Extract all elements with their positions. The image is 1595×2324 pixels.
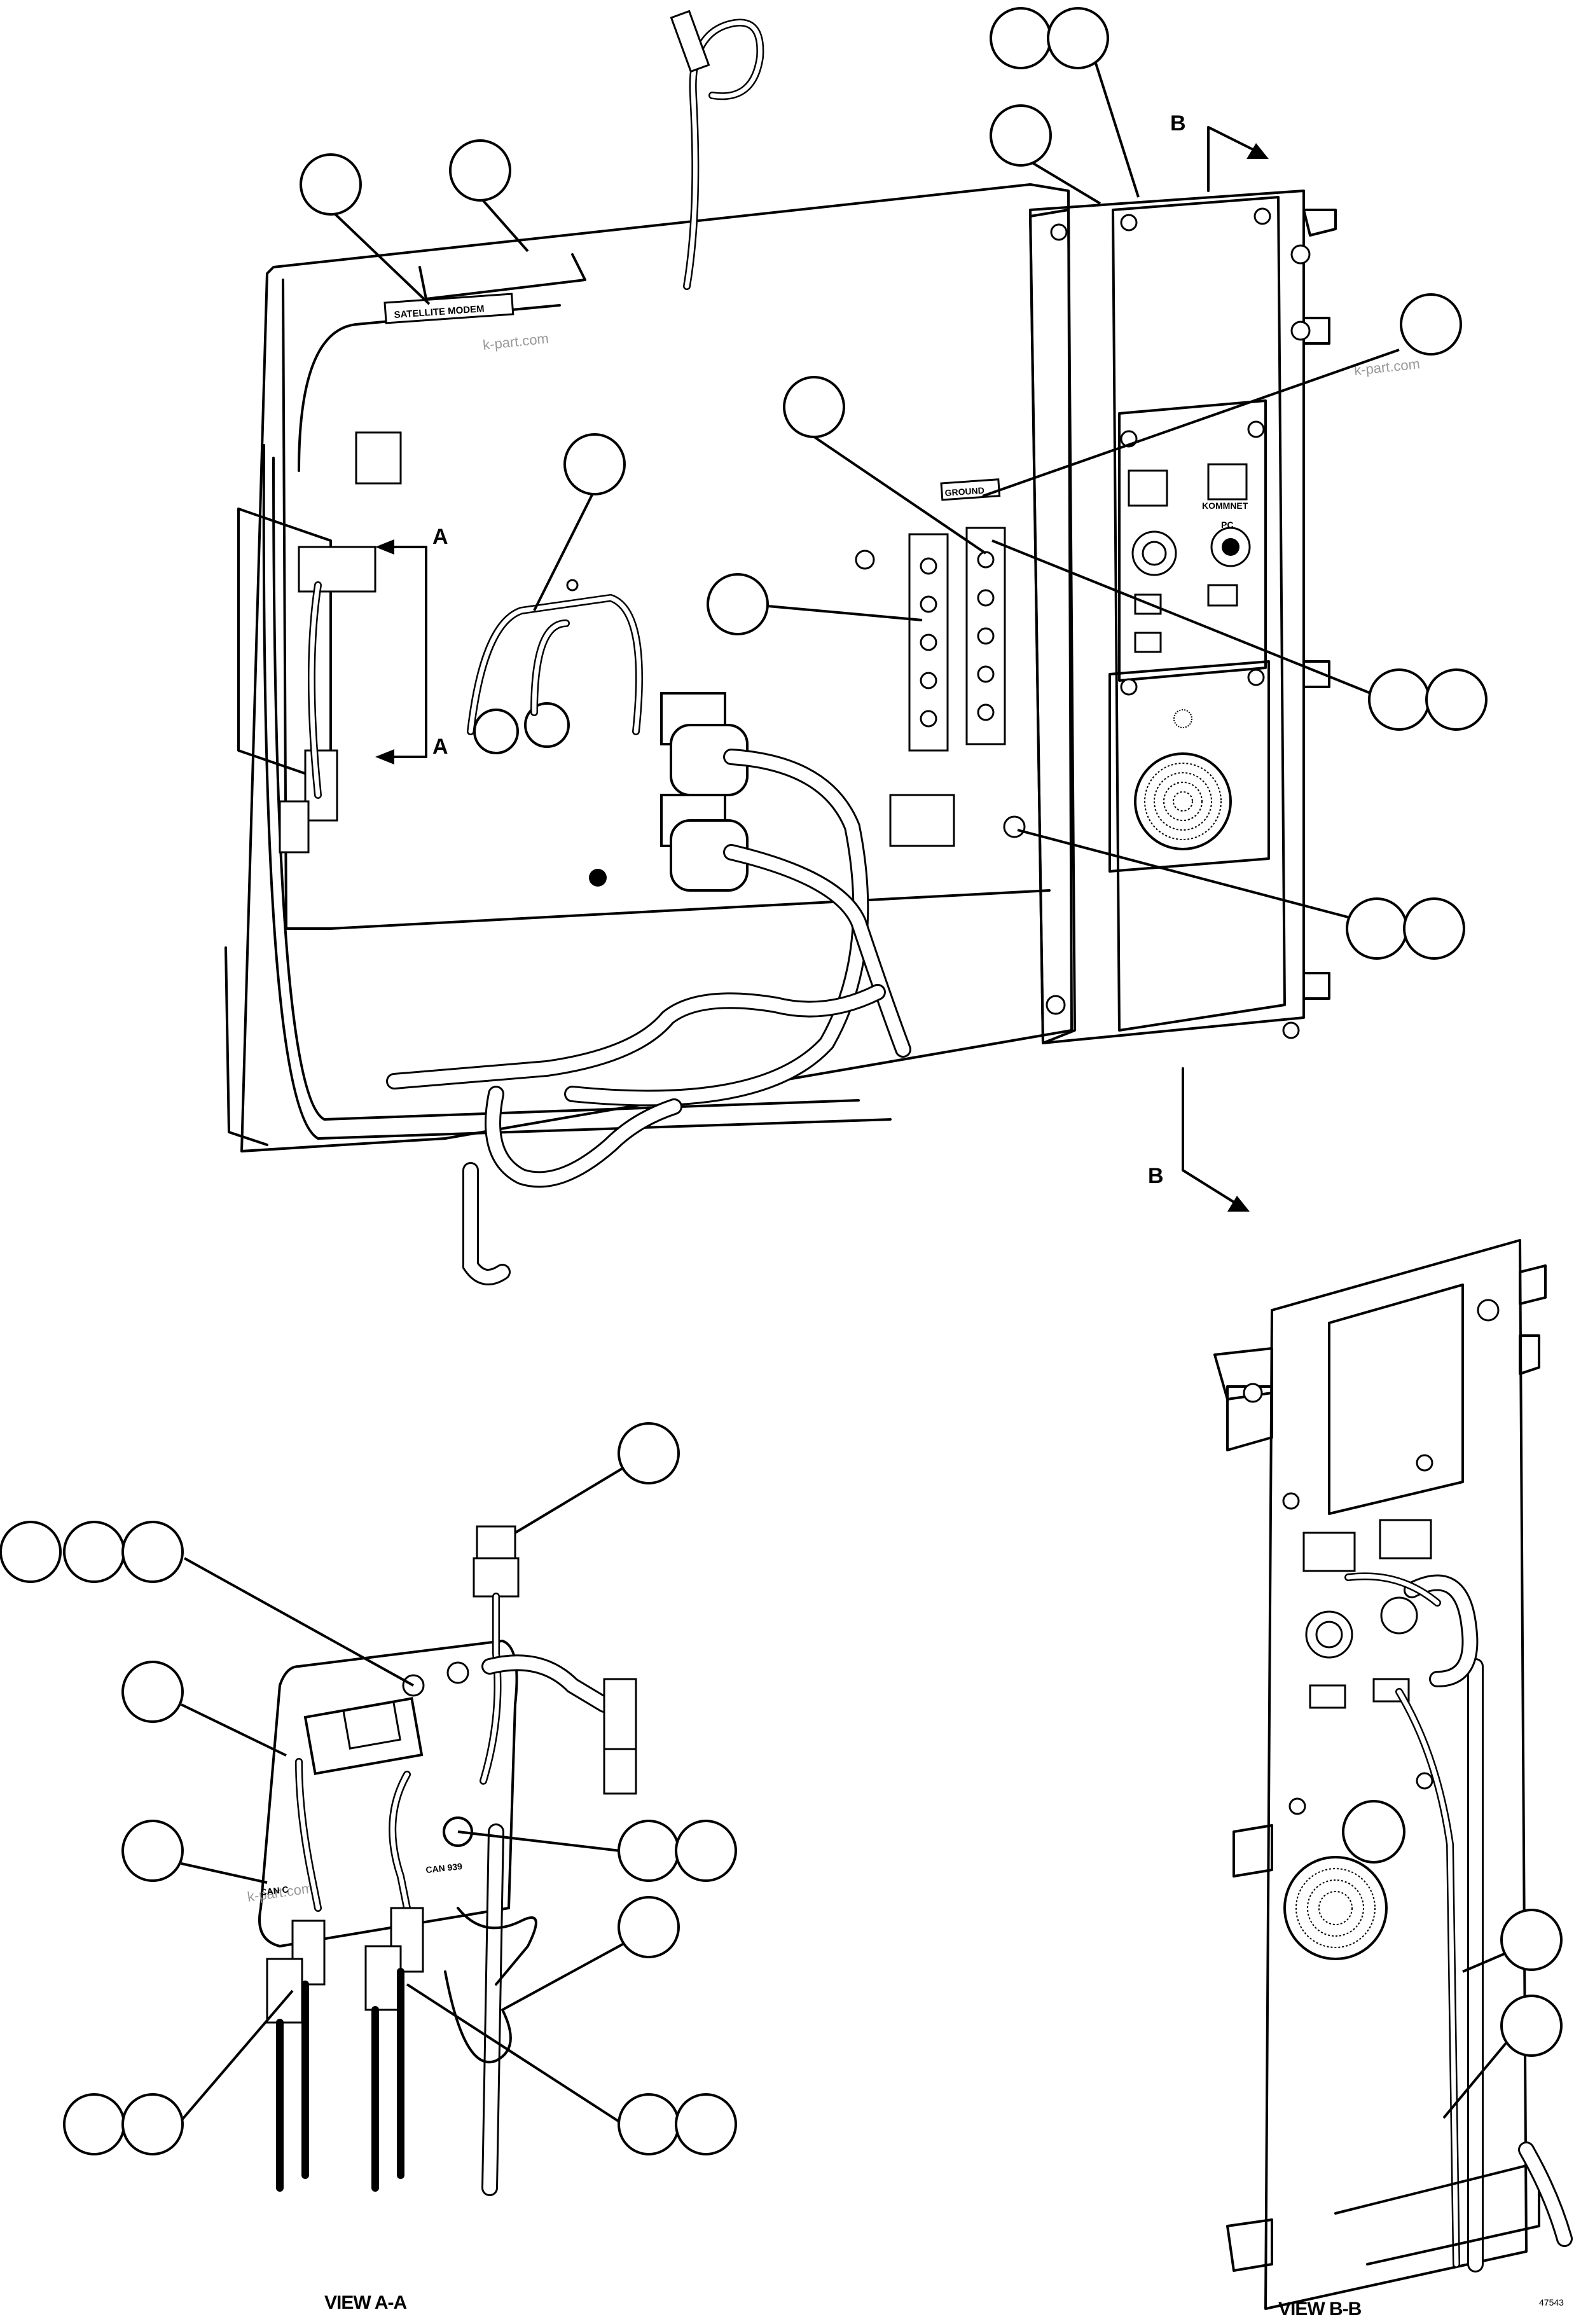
callout-bubble bbox=[563, 433, 626, 495]
callout-bubble bbox=[1047, 7, 1109, 69]
callout-bubble bbox=[675, 2093, 737, 2155]
watermark-1: k-part.com bbox=[482, 330, 549, 353]
section-a-bottom: A bbox=[432, 735, 448, 759]
center-connectors bbox=[473, 550, 875, 892]
can-c-label: CAN C bbox=[260, 1884, 289, 1897]
callout-bubble bbox=[63, 2093, 125, 2155]
section-a-top: A bbox=[432, 525, 448, 549]
callout-bubble bbox=[449, 139, 511, 202]
can-939-label: CAN 939 bbox=[425, 1861, 463, 1875]
callout-bubble bbox=[1400, 293, 1462, 356]
section-a-arrows: A A bbox=[375, 525, 448, 764]
callout-bubble bbox=[121, 1661, 184, 1723]
callout-bubble bbox=[1425, 668, 1488, 731]
callout-bubble bbox=[618, 2093, 680, 2155]
section-b-bottom: B bbox=[1148, 1164, 1164, 1188]
callout-bubble bbox=[783, 376, 845, 438]
section-b-arrows: B B bbox=[1148, 111, 1269, 1212]
callouts-main bbox=[300, 7, 1488, 960]
callout-bubble bbox=[0, 1521, 62, 1583]
terminal-strip bbox=[889, 527, 1026, 847]
callout-bubble bbox=[1346, 897, 1408, 960]
callout-bubble bbox=[300, 153, 362, 216]
ground-label: GROUND bbox=[944, 485, 984, 498]
callout-bubble bbox=[618, 1896, 680, 1958]
callout-bubble bbox=[675, 1820, 737, 1882]
callout-bubble bbox=[990, 7, 1052, 69]
kommnet-label: KOMMNET bbox=[1202, 501, 1248, 511]
view-a-a-label: VIEW A-A bbox=[324, 2292, 407, 2313]
callout-bubble bbox=[121, 2093, 184, 2155]
section-b-top: B bbox=[1170, 111, 1186, 135]
callout-bubble bbox=[121, 1521, 184, 1583]
callout-bubble bbox=[618, 1820, 680, 1882]
callout-bubble bbox=[63, 1521, 125, 1583]
main-assembly: SATELLITE MODEM k-part.com k-part.com bbox=[224, 7, 1488, 1285]
drawing-number: 47543 bbox=[1539, 2297, 1564, 2307]
callout-bubble bbox=[1500, 1995, 1563, 2057]
callout-bubble bbox=[121, 1820, 184, 1882]
callout-bubble bbox=[707, 573, 769, 635]
callout-bubble bbox=[990, 104, 1052, 167]
callout-bubble bbox=[1403, 897, 1465, 960]
watermark-2: k-part.com bbox=[1353, 356, 1421, 378]
view-b-b: VIEW B-B 47543 bbox=[1213, 1239, 1573, 2320]
view-b-b-label: VIEW B-B bbox=[1278, 2299, 1362, 2320]
satellite-modem-plate: SATELLITE MODEM bbox=[383, 293, 514, 324]
pc-label: PC bbox=[1221, 520, 1233, 530]
view-a-a: k-part.com CAN C CAN 939 bbox=[0, 1422, 737, 2313]
callout-bubble bbox=[618, 1422, 680, 1484]
callout-bubble bbox=[1500, 1909, 1563, 1971]
callout-bubble bbox=[1368, 668, 1430, 731]
